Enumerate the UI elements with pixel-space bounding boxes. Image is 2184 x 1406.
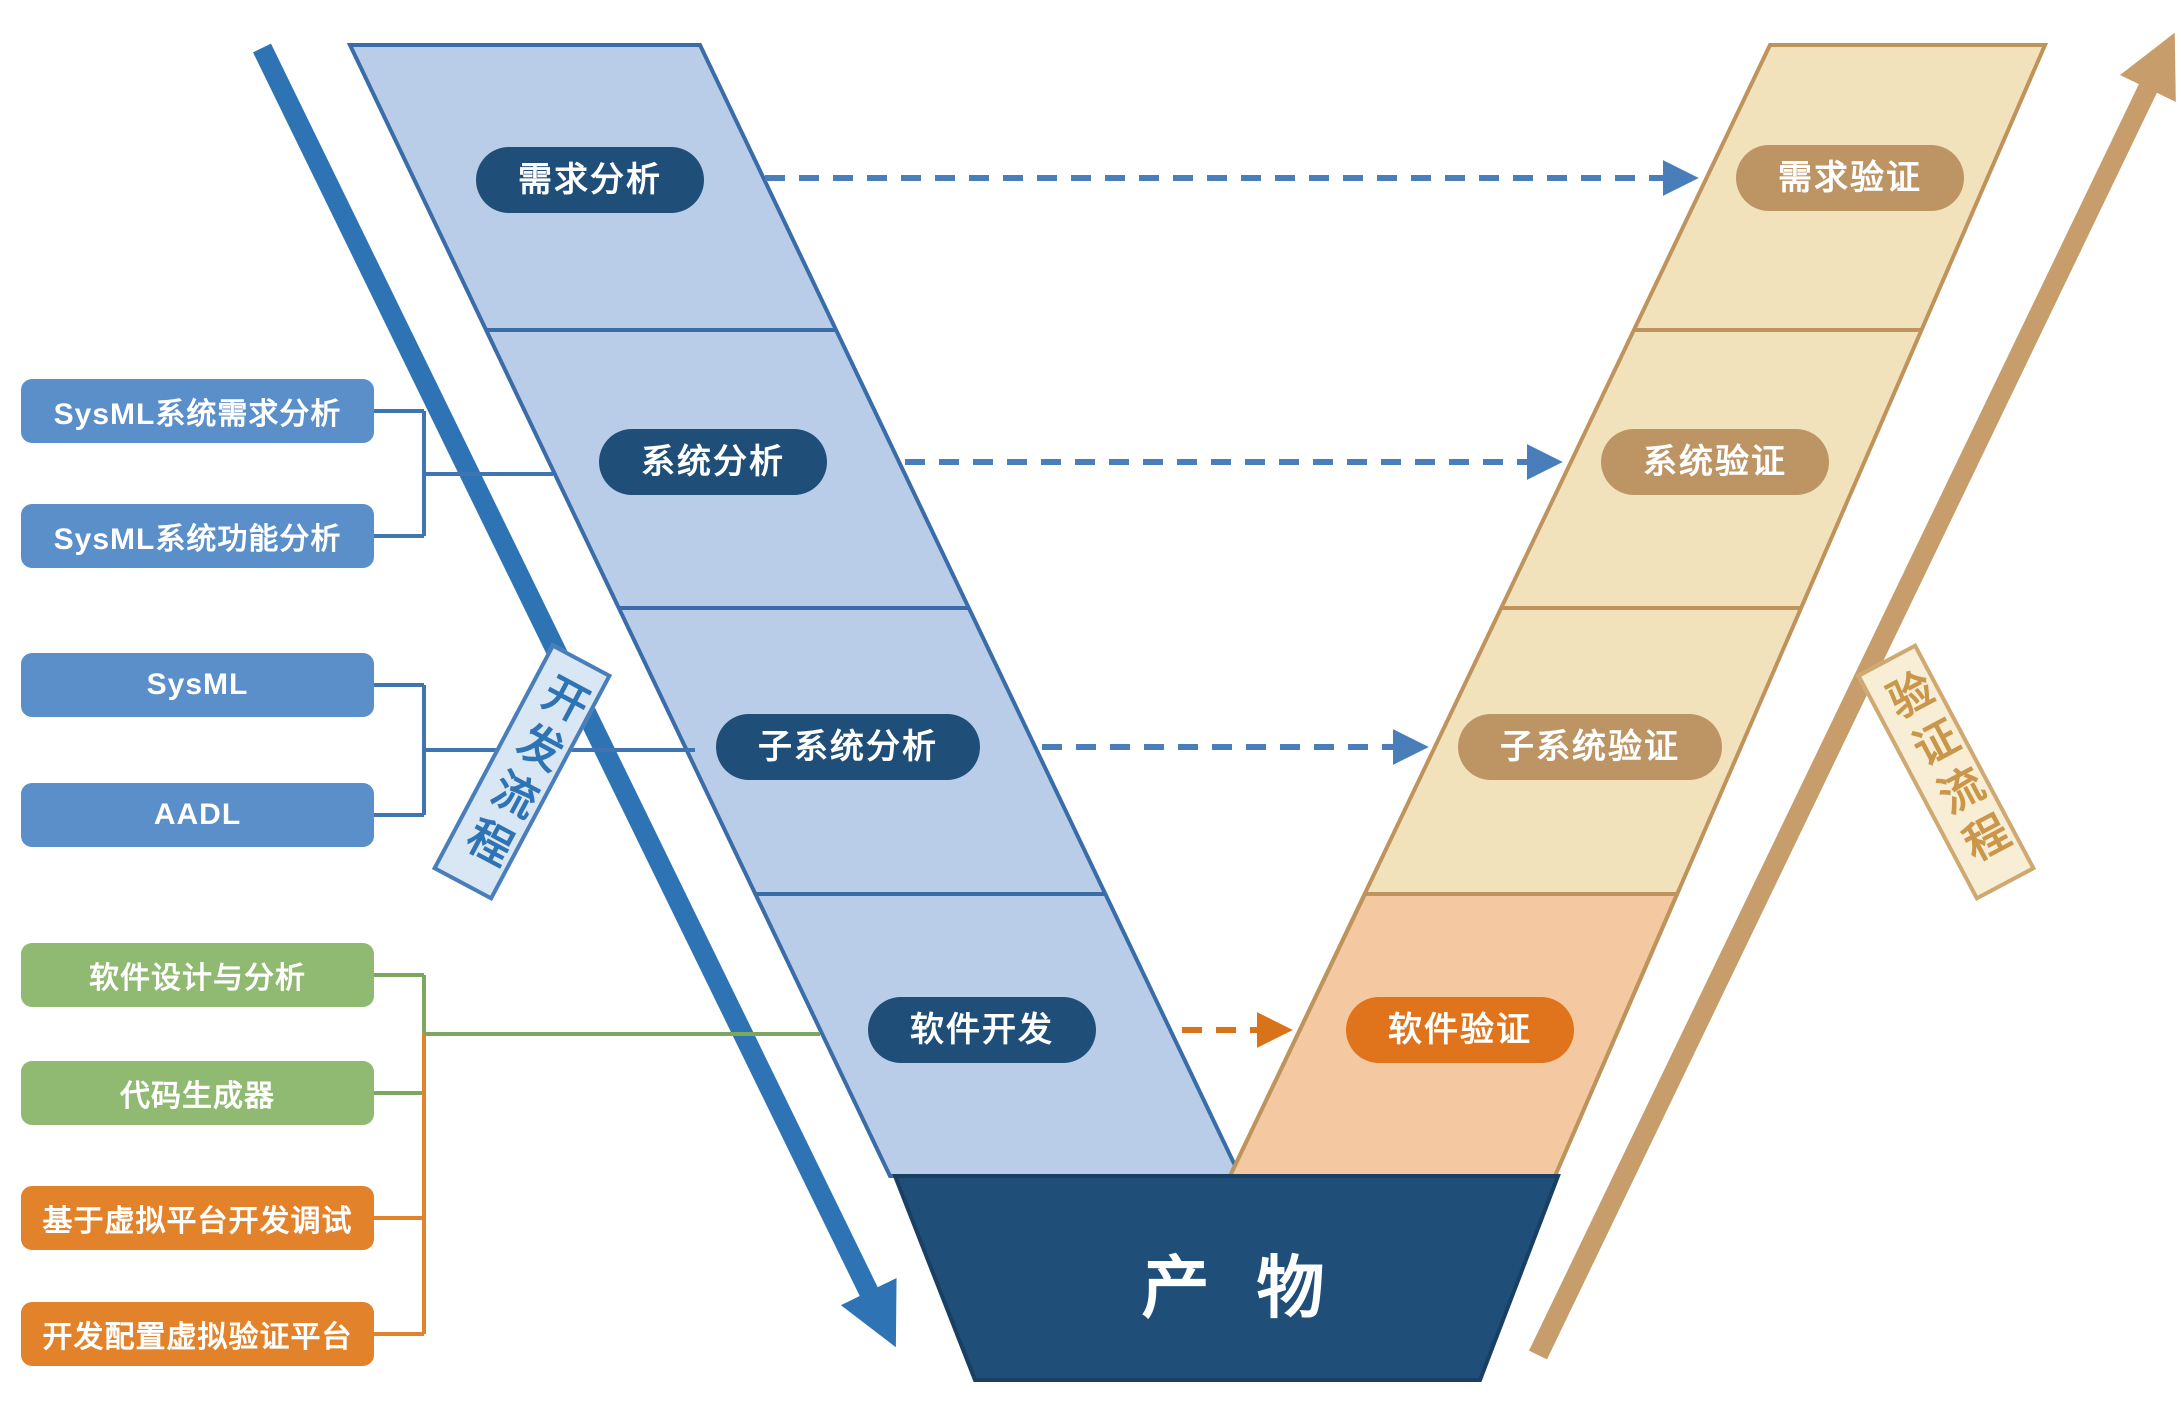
product-trapezoid <box>892 1174 1561 1382</box>
stage-pill-requirements-verification: 需求验证 <box>1736 145 1964 211</box>
connector-sysml-analysis-group <box>374 409 553 538</box>
stage-pill-software-verification: 软件验证 <box>1346 997 1574 1063</box>
connector-sysml-aadl-group <box>374 683 695 817</box>
tool-box-code-generator: 代码生成器 <box>21 1061 374 1125</box>
verification-band <box>1226 43 2049 1178</box>
tool-box-virtual-platform-config: 开发配置虚拟验证平台 <box>21 1302 374 1366</box>
stage-pill-software-development: 软件开发 <box>868 997 1096 1063</box>
tool-box-sysml-function: SysML系统功能分析 <box>21 504 374 568</box>
connector-software-tools-group <box>374 973 820 1095</box>
tool-box-sysml-requirements: SysML系统需求分析 <box>21 379 374 443</box>
product-label: 产 物 <box>1141 1250 1339 1327</box>
verification-flow-arrow <box>1528 32 2176 1360</box>
development-band-shape <box>346 43 1244 1178</box>
connector-virtual-platform-group <box>374 1034 426 1336</box>
tool-box-sysml: SysML <box>21 653 374 717</box>
stage-pill-system-verification: 系统验证 <box>1601 429 1829 495</box>
tool-box-software-design: 软件设计与分析 <box>21 943 374 1007</box>
tool-box-virtual-platform-debug: 基于虚拟平台开发调试 <box>21 1186 374 1250</box>
development-band <box>346 43 1244 1178</box>
stage-pill-system-analysis: 系统分析 <box>599 429 827 495</box>
tool-box-aadl: AADL <box>21 783 374 847</box>
stage-pill-subsystem-verification: 子系统验证 <box>1458 714 1722 780</box>
stage-pill-subsystem-analysis: 子系统分析 <box>716 714 980 780</box>
stage-pill-requirements-analysis: 需求分析 <box>476 147 704 213</box>
